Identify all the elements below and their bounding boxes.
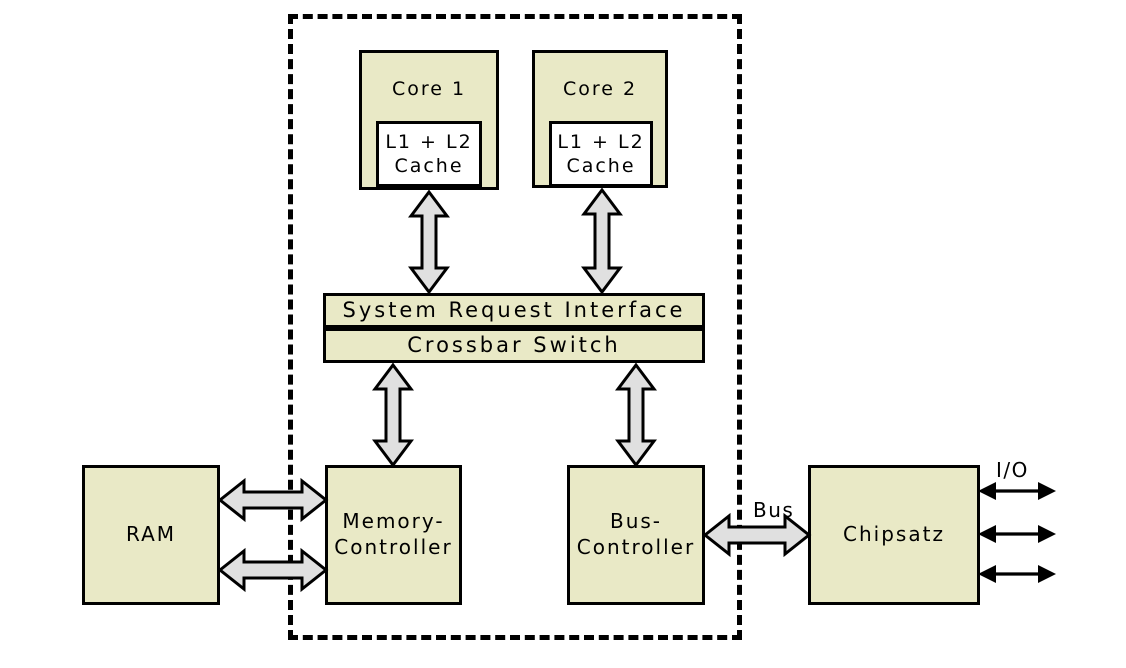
- core-1-cache-block[interactable]: L1 + L2 Cache: [376, 121, 482, 187]
- memory-controller-label-line1: Memory-: [342, 509, 445, 534]
- system-request-interface-block[interactable]: System Request Interface: [323, 293, 705, 328]
- io-label: I/O: [996, 458, 1029, 482]
- memory-controller-label-line2: Controller: [334, 535, 453, 559]
- io-arrow-3: [976, 561, 1058, 587]
- core-1-cache-label-line1: L1 + L2: [385, 130, 473, 153]
- arrow-core2-to-sri: [580, 187, 624, 295]
- bus-controller-label-line1: Bus-: [609, 509, 663, 534]
- core-2-cache-block[interactable]: L1 + L2 Cache: [549, 121, 653, 187]
- io-arrow-1: [976, 478, 1058, 504]
- arrow-ram-memory-controller-lower: [217, 547, 329, 593]
- io-arrow-2: [976, 521, 1058, 547]
- system-request-interface-label: System Request Interface: [342, 298, 686, 323]
- bus-controller-block[interactable]: Bus- Controller: [567, 465, 705, 605]
- arrow-ram-memory-controller-upper: [217, 477, 329, 523]
- crossbar-switch-label: Crossbar Switch: [407, 333, 621, 358]
- core-1-cache-label-line2: Cache: [394, 155, 464, 177]
- arrow-crossbar-to-memory-controller: [371, 362, 415, 468]
- chipset-label: Chipsatz: [843, 522, 945, 547]
- memory-controller-block[interactable]: Memory- Controller: [325, 465, 462, 605]
- arrow-crossbar-to-bus-controller: [614, 362, 658, 468]
- core-2-cache-label-line2: Cache: [566, 155, 636, 177]
- core-2-label: Core 2: [562, 78, 638, 100]
- arrow-core1-to-sri: [407, 189, 451, 295]
- crossbar-switch-block[interactable]: Crossbar Switch: [323, 328, 705, 363]
- arrow-bus-controller-to-chipset: [702, 512, 812, 558]
- bus-label: Bus: [753, 498, 795, 522]
- core-2-cache-label-line1: L1 + L2: [557, 130, 645, 153]
- bus-controller-label-line2: Controller: [576, 535, 696, 559]
- chipset-block[interactable]: Chipsatz: [808, 465, 980, 605]
- ram-block[interactable]: RAM: [82, 465, 220, 605]
- ram-label: RAM: [125, 522, 177, 547]
- core-1-label: Core 1: [391, 78, 467, 100]
- cpu-package-boundary: [288, 14, 742, 640]
